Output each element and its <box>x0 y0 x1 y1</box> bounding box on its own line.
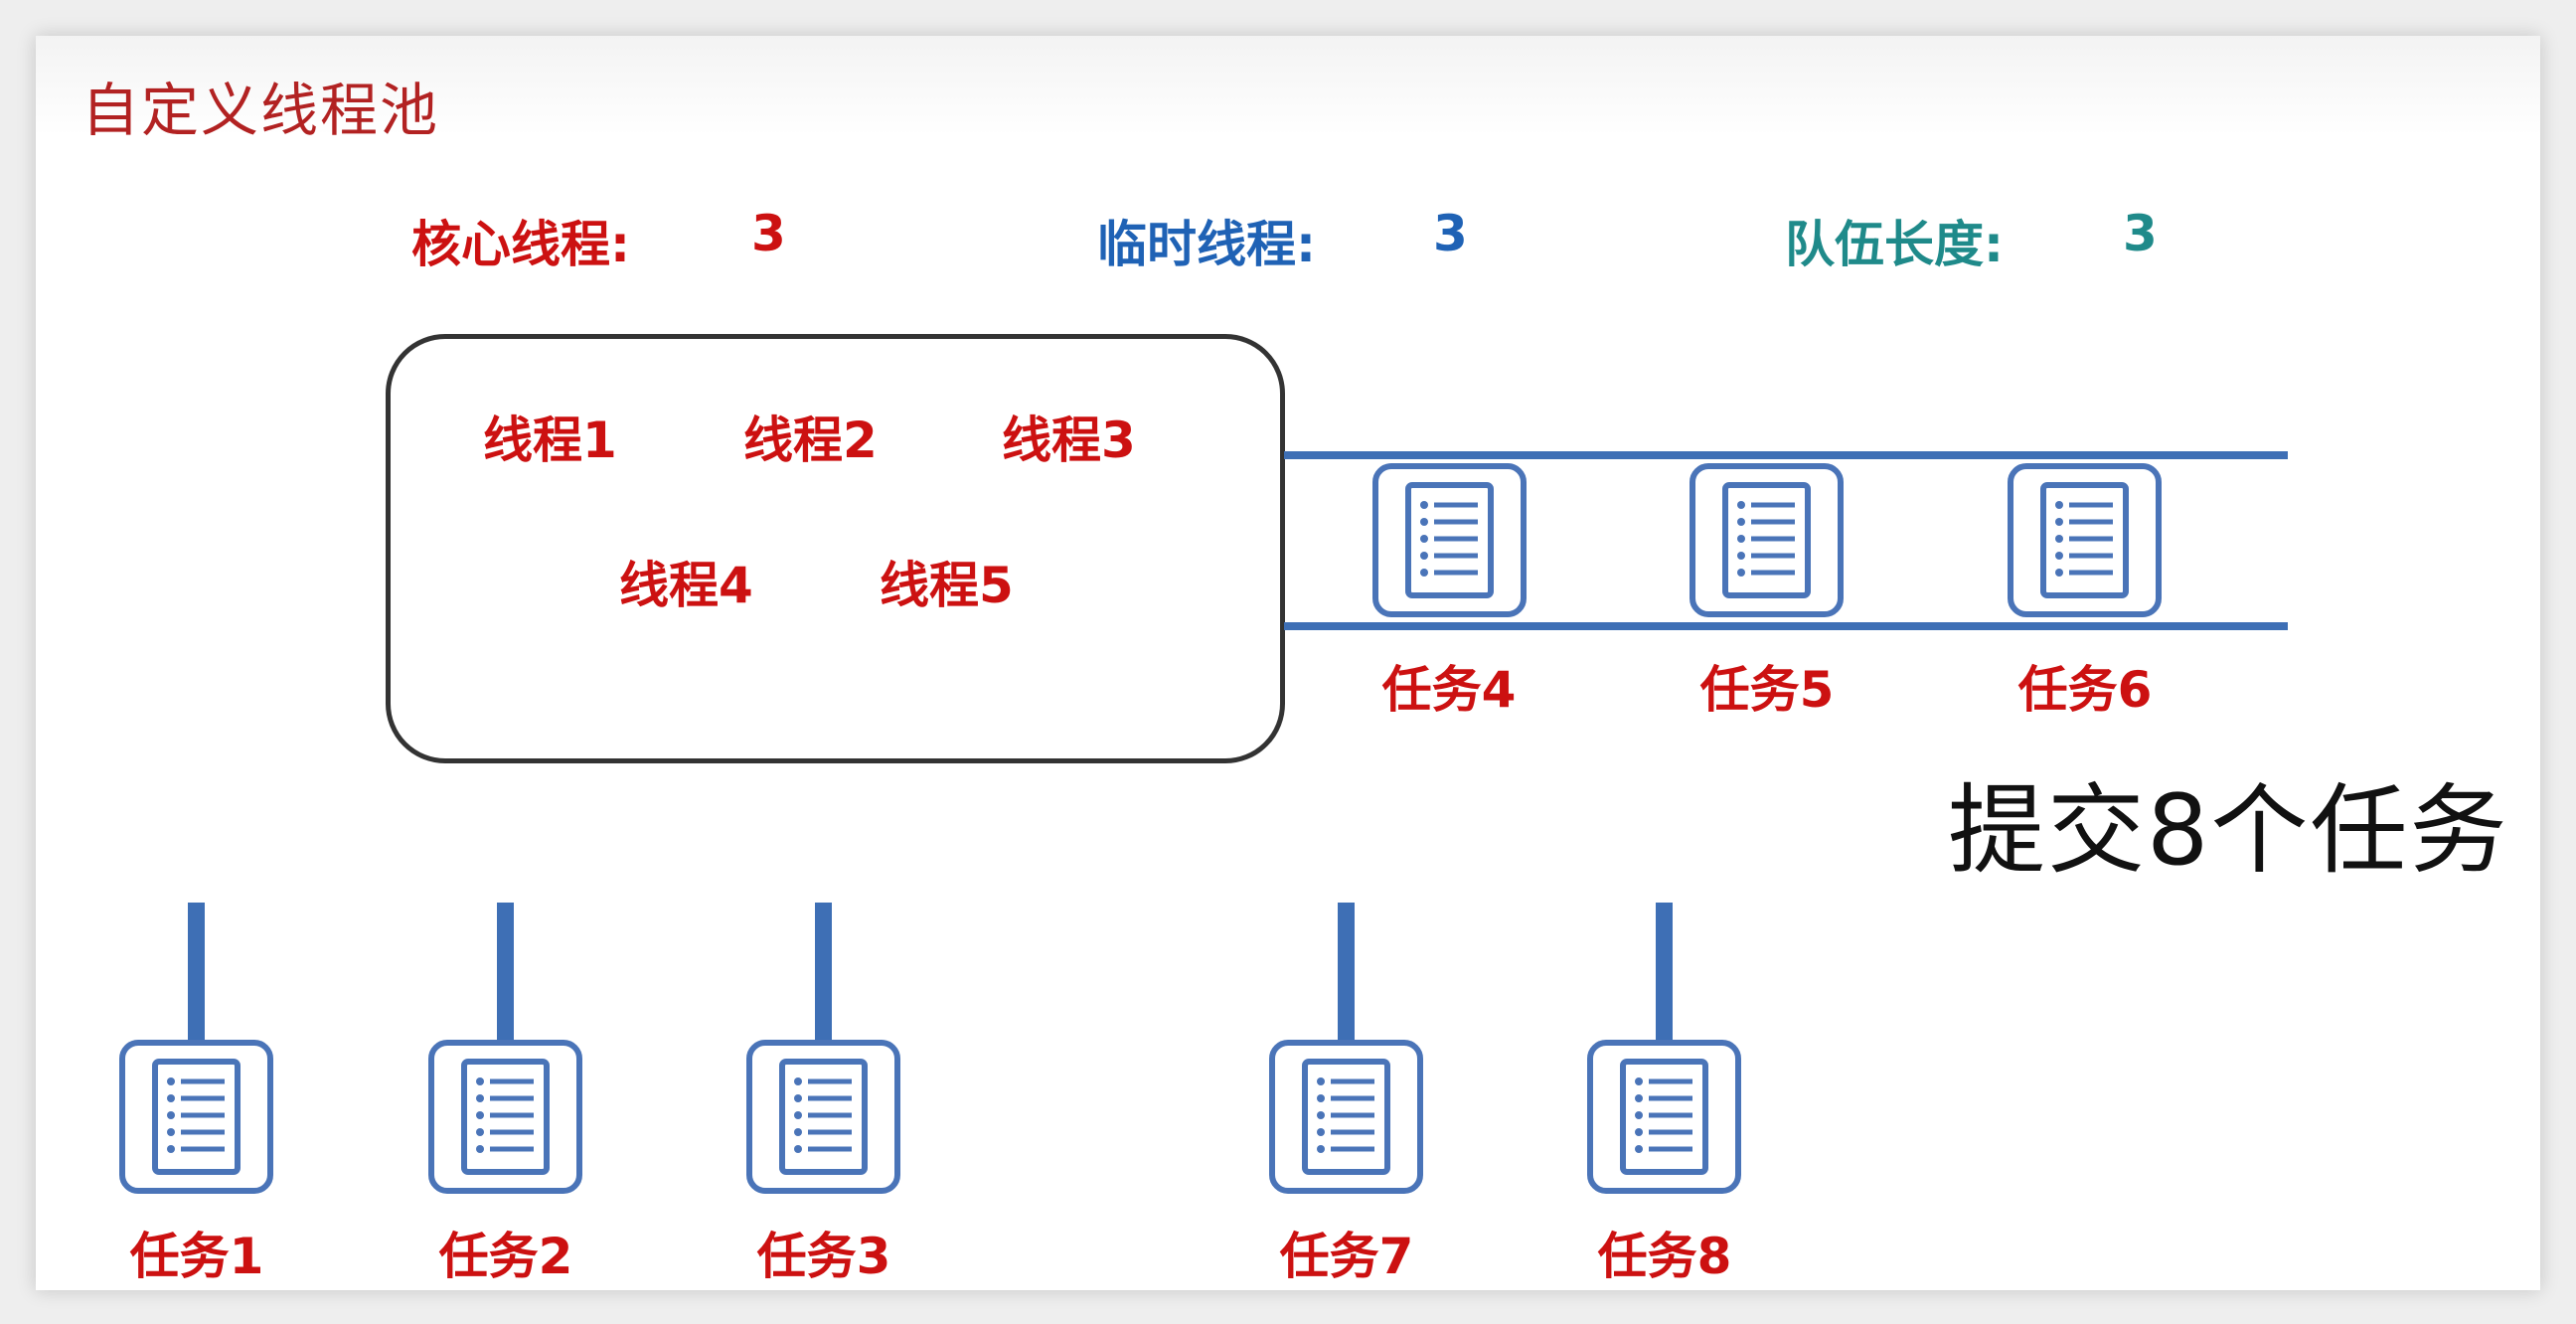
task-connector <box>497 903 514 1081</box>
task-7: 任务7 <box>1279 1228 1414 1285</box>
document-list-icon <box>119 1040 273 1194</box>
thread-4: 线程4 <box>619 557 753 614</box>
temp-threads-value: 3 <box>1433 205 1468 262</box>
task-1: 任务1 <box>129 1228 264 1285</box>
document-list-icon <box>1690 463 1844 617</box>
document-list-icon <box>1269 1040 1423 1194</box>
queue-length-label: 队伍长度: <box>1785 216 2004 273</box>
queued-task-6: 任务6 <box>2017 661 2153 719</box>
task-2: 任务2 <box>438 1228 573 1285</box>
header-band <box>36 36 2540 135</box>
document-list-icon <box>428 1040 582 1194</box>
core-threads-label: 核心线程: <box>411 216 630 273</box>
queued-task-4: 任务4 <box>1381 661 1517 719</box>
queue-rail-bottom <box>1284 622 2288 630</box>
slide: 自定义线程池 核心线程: 3 临时线程: 3 队伍长度: 3 线程1 线程2 线… <box>36 36 2540 1290</box>
queue-rail-top <box>1284 451 2288 459</box>
task-connector <box>188 903 205 1081</box>
task-connector <box>815 903 832 1081</box>
submit-caption: 提交8个任务 <box>1948 774 2509 888</box>
task-8: 任务8 <box>1597 1228 1732 1285</box>
queued-task-5: 任务5 <box>1699 661 1835 719</box>
page-title: 自定义线程池 <box>81 77 440 144</box>
core-threads-value: 3 <box>751 205 786 262</box>
thread-pool-box: 线程1 线程2 线程3 线程4 线程5 <box>386 334 1285 763</box>
document-list-icon <box>1587 1040 1741 1194</box>
task-connector <box>1338 903 1355 1081</box>
thread-1: 线程1 <box>483 412 617 469</box>
thread-5: 线程5 <box>880 557 1014 614</box>
document-list-icon <box>2008 463 2162 617</box>
task-connector <box>1656 903 1673 1081</box>
temp-threads-label: 临时线程: <box>1097 216 1316 273</box>
thread-3: 线程3 <box>1002 412 1136 469</box>
task-3: 任务3 <box>756 1228 891 1285</box>
document-list-icon <box>1372 463 1527 617</box>
queue-length-value: 3 <box>2123 205 2158 262</box>
thread-2: 线程2 <box>743 412 878 469</box>
document-list-icon <box>746 1040 900 1194</box>
